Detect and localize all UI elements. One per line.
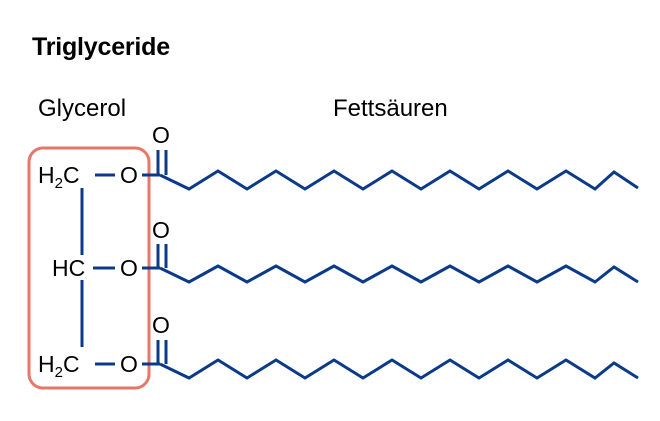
ester-row-1: H2C O O — [38, 122, 170, 192]
row-3-carbon: H2C — [38, 351, 80, 381]
row-3-ester-oxygen: O — [120, 351, 138, 377]
row-1-fatty-acid-chain — [159, 169, 639, 191]
row-1-carbon: H2C — [38, 162, 80, 192]
row-3-fatty-acid-chain — [159, 358, 639, 380]
row-2-carbon: HC — [52, 255, 85, 281]
fatty-acids-label: Fettsäuren — [333, 95, 448, 122]
glycerol-label: Glycerol — [38, 95, 127, 122]
diagram-title: Triglyceride — [32, 33, 170, 61]
row-1-ester-oxygen: O — [120, 162, 138, 188]
bond-lines — [80, 150, 639, 380]
ester-row-2: HC O O — [52, 217, 170, 281]
row-2-ester-oxygen: O — [120, 255, 138, 281]
ester-row-3: H2C O O — [38, 312, 170, 381]
row-1-carbonyl-oxygen: O — [152, 122, 170, 148]
row-2-fatty-acid-chain — [159, 264, 639, 284]
row-3-carbonyl-oxygen: O — [152, 312, 170, 338]
row-2-carbonyl-oxygen: O — [152, 217, 170, 243]
